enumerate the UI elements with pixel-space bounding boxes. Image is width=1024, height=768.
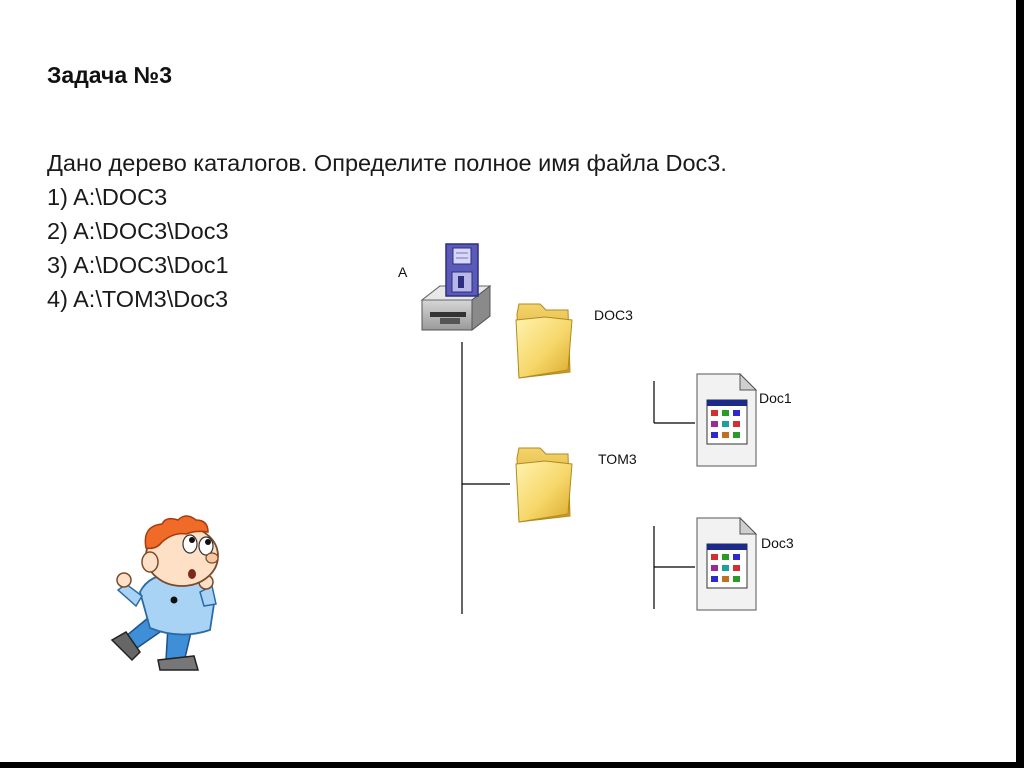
file-label-doc1: Doc1 (759, 390, 792, 406)
puzzled-boy-illustration (110, 515, 219, 671)
answer-option-4: 4) A:\TOM3\Doc3 (47, 286, 229, 312)
file-label-doc3: Doc3 (761, 535, 794, 551)
task-text: Дано дерево каталогов. Определите полное… (47, 146, 727, 316)
folder-label-tom3: TOM3 (598, 451, 637, 467)
answer-option-3: 3) A:\DOC3\Doc1 (47, 252, 229, 278)
tree-connectors (461, 342, 695, 614)
answer-option-2: 2) A:\DOC3\Doc3 (47, 218, 229, 244)
document-icon (696, 516, 758, 611)
folder-icon (515, 303, 573, 379)
folder-label-doc3: DOC3 (594, 307, 633, 323)
task-title: Задача №3 (47, 62, 172, 88)
answer-option-1: 1) A:\DOC3 (47, 184, 168, 210)
question-text: Дано дерево каталогов. Определите полное… (47, 150, 727, 176)
drive-label: A (398, 264, 408, 280)
folder-icon (515, 447, 573, 523)
document-icon (696, 372, 758, 467)
floppy-drive-icon (420, 243, 492, 332)
